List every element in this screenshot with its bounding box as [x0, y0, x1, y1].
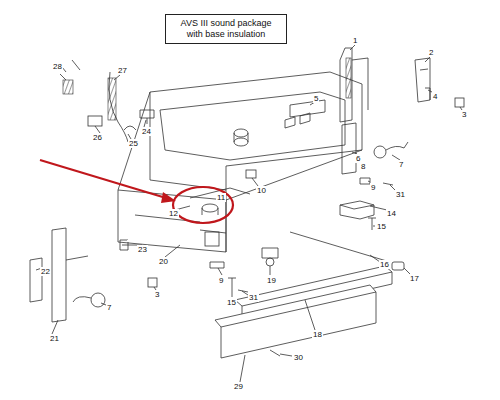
callout-number: 1 — [352, 36, 358, 45]
callout-number: 11 — [216, 193, 226, 202]
callout-number: 31 — [395, 190, 406, 199]
callout-number: 9 — [370, 183, 376, 192]
callout-number: 3 — [154, 290, 160, 299]
callout-number: 31 — [248, 293, 259, 302]
callout-number: 14 — [386, 209, 397, 218]
callout-number: 3 — [461, 110, 467, 119]
callout-number: 19 — [266, 276, 277, 285]
callout-number: 7 — [106, 303, 112, 312]
callout-number: 15 — [226, 298, 237, 307]
callout-number: 8 — [360, 162, 366, 171]
callout-number: 20 — [158, 257, 169, 266]
callout-number: 26 — [92, 133, 103, 142]
callout-number: 27 — [117, 66, 128, 75]
callout-number: 28 — [52, 62, 63, 71]
callout-number: 15 — [376, 222, 387, 231]
callout-number: 24 — [141, 127, 152, 136]
callout-number: 16 — [379, 260, 390, 269]
callout-number: 9 — [218, 276, 224, 285]
callout-number: 18 — [312, 330, 323, 339]
callout-number: 2 — [428, 48, 434, 57]
callout-number: 10 — [256, 186, 267, 195]
box-title: AVS III sound package with base insulati… — [172, 18, 280, 40]
callout-number: 23 — [137, 245, 148, 254]
callout-number: 22 — [40, 267, 51, 276]
callout-number: 17 — [409, 274, 420, 283]
callout-number: 7 — [398, 160, 404, 169]
callout-number: 25 — [128, 139, 139, 148]
title-box: AVS III sound package with base insulati… — [165, 14, 287, 44]
callout-number: 21 — [49, 334, 60, 343]
callout-number: 12 — [168, 209, 179, 218]
callout-number: 5 — [313, 94, 319, 103]
callout-number: 30 — [293, 353, 304, 362]
callout-number: 4 — [432, 92, 438, 101]
callout-number: 29 — [233, 382, 244, 391]
